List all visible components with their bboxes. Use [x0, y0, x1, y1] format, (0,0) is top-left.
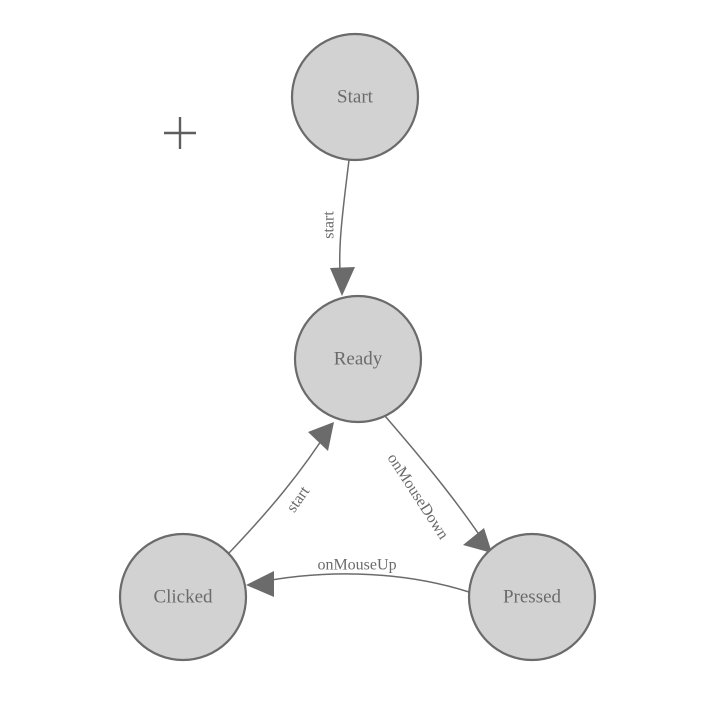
node-ready[interactable]: Ready	[293, 294, 423, 424]
arrowhead-ready-to-pressed	[463, 528, 492, 553]
node-circle-start[interactable]	[290, 32, 420, 162]
node-start[interactable]: Start	[290, 32, 420, 162]
node-label-ready: Ready	[334, 348, 383, 369]
edge-ready-to-pressed[interactable]: onMouseDown	[384, 415, 492, 553]
edge-pressed-to-clicked[interactable]: onMouseUp	[246, 557, 470, 597]
edge-path-clicked-to-ready[interactable]	[228, 426, 331, 554]
edge-clicked-to-ready[interactable]: start	[228, 422, 334, 554]
plus-icon	[164, 117, 196, 149]
node-circle-pressed[interactable]	[467, 532, 597, 662]
edge-path-pressed-to-clicked[interactable]	[250, 573, 470, 593]
node-label-clicked: Clicked	[153, 586, 213, 607]
arrowhead-pressed-to-clicked	[246, 571, 274, 597]
edge-label-start-to-ready: start	[321, 211, 338, 239]
node-label-pressed: Pressed	[503, 586, 562, 607]
node-label-start: Start	[337, 86, 374, 107]
edge-label-pressed-to-clicked: onMouseUp	[317, 557, 396, 574]
node-pressed[interactable]: Pressed	[467, 532, 597, 662]
edge-label-ready-to-pressed: onMouseDown	[384, 451, 452, 543]
edge-start-to-ready[interactable]: start	[321, 159, 355, 296]
arrowhead-start-to-ready	[330, 267, 355, 296]
node-circle-ready[interactable]	[293, 294, 423, 424]
node-clicked[interactable]: Clicked	[118, 532, 248, 662]
node-circle-clicked[interactable]	[118, 532, 248, 662]
edge-label-clicked-to-ready: start	[283, 483, 313, 516]
arrowhead-clicked-to-ready	[308, 422, 334, 451]
nodes-layer: Start Ready Clicked Pressed	[118, 32, 597, 662]
